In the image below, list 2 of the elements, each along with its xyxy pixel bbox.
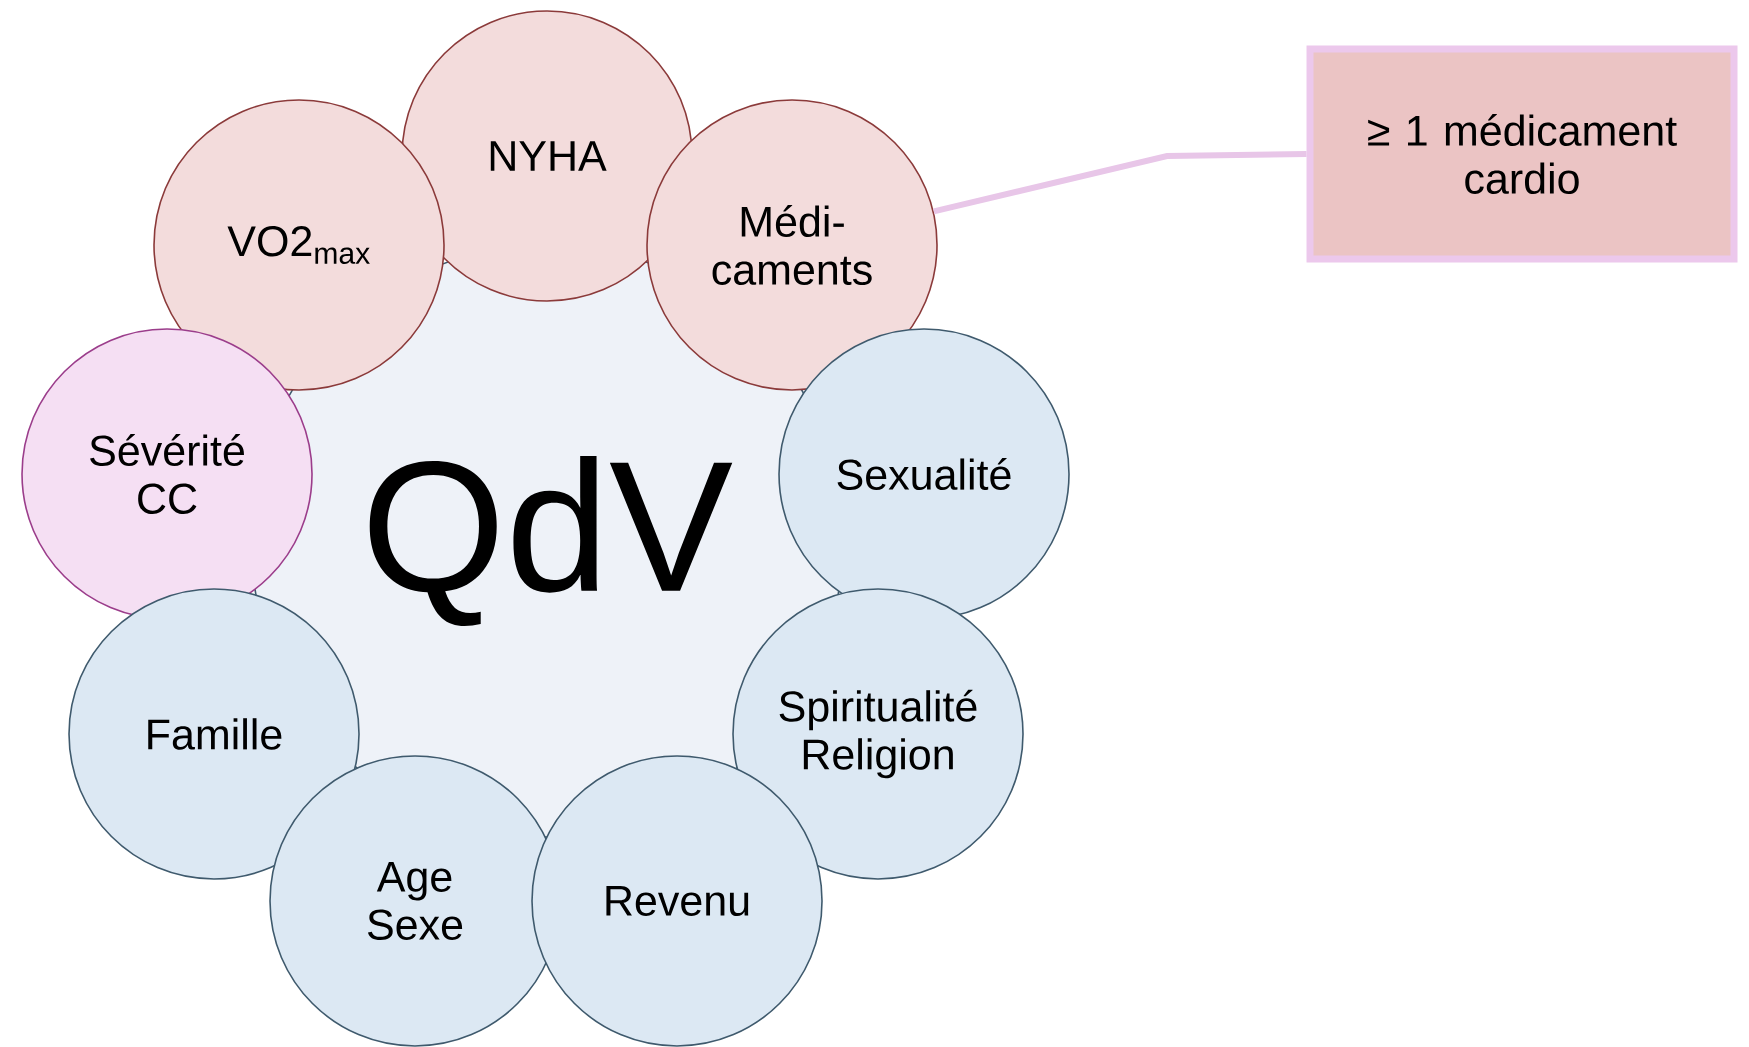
leader-line xyxy=(933,151,1307,215)
note-box: ≥ 1 médicament cardio xyxy=(1306,45,1738,263)
